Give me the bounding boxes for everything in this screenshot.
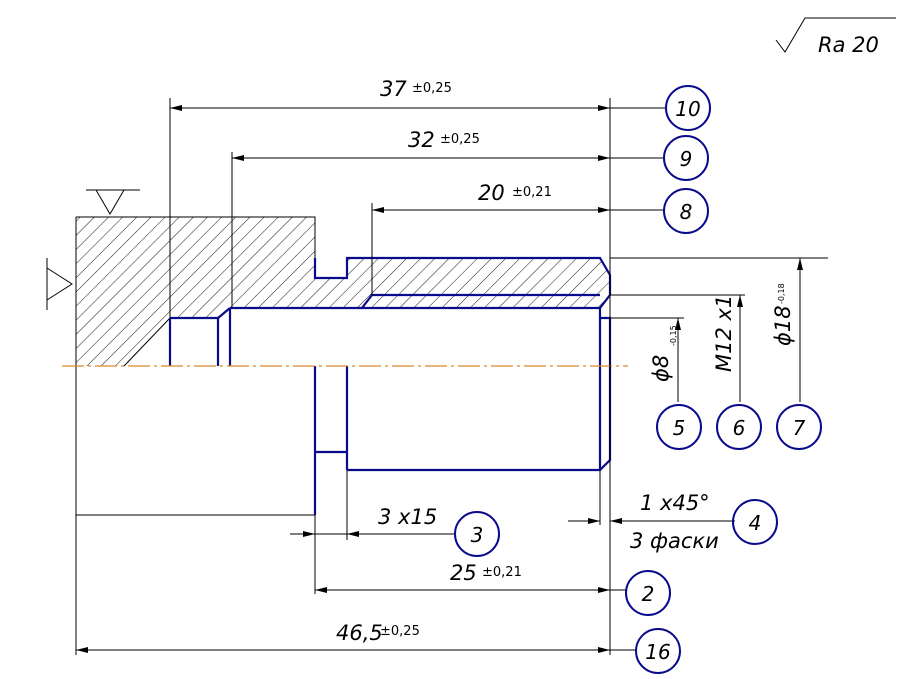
dimension-25: 25 ±0,21 2	[315, 561, 671, 616]
dimension-dia-8: ϕ8 -0,15 5	[649, 318, 702, 450]
dim-37-value: 37	[380, 77, 407, 101]
callout-16-label: 16	[645, 640, 670, 664]
callout-9	[663, 135, 709, 181]
dim-46-5-value: 46,5	[336, 621, 383, 645]
dim-32-value: 32	[408, 128, 435, 152]
dimension-m12: M12 x1 6	[712, 295, 762, 450]
dim-20-value: 20	[478, 181, 505, 205]
callout-4	[732, 499, 778, 545]
callout-2	[625, 570, 671, 616]
callout-5	[656, 404, 702, 450]
callout-4-label: 4	[749, 511, 762, 535]
dim-46-5-tolerance: ±0,25	[380, 624, 420, 639]
surface-mark-top	[86, 189, 140, 215]
dim-chamfer-note: 3 фаски	[630, 529, 719, 553]
dimension-dia-18: ϕ18 -0,18 7	[771, 258, 822, 450]
dim-25-value: 25	[450, 561, 477, 585]
callout-2-label: 2	[642, 582, 655, 606]
callout-8-label: 8	[680, 200, 693, 224]
callout-10	[665, 85, 711, 131]
callout-3-label: 3	[471, 523, 484, 547]
callout-5-label: 5	[673, 416, 686, 440]
dim-m12-value: M12 x1	[712, 295, 736, 372]
callout-3	[454, 511, 500, 557]
callout-10-label: 10	[675, 97, 700, 121]
dim-dia-8-value: ϕ8	[649, 355, 673, 382]
dim-32-tolerance: ±0,25	[440, 132, 480, 147]
callout-6	[716, 404, 762, 450]
dim-dia-18-tolerance: -0,18	[777, 283, 786, 304]
dimension-groove: 3 x15 3	[290, 505, 500, 557]
dim-groove-value: 3 x15	[378, 505, 437, 529]
dim-37-tolerance: ±0,25	[412, 81, 452, 96]
callout-7	[776, 404, 822, 450]
dimension-chamfer: 1 x45° 3 фаски 4	[568, 491, 778, 553]
dim-chamfer-value: 1 x45°	[640, 491, 710, 515]
dimension-37: 37 ±0,25 10	[170, 77, 711, 131]
callout-8	[663, 188, 709, 234]
surface-mark-left	[46, 258, 73, 310]
extension-lines	[75, 98, 828, 655]
dimension-46-5: 46,5 ±0,25 16	[76, 621, 681, 674]
surface-roughness-symbol: Ra 20	[775, 17, 896, 57]
callout-9-label: 9	[680, 147, 693, 171]
dimension-20: 20 ±0,21 8	[372, 181, 709, 234]
dim-20-tolerance: ±0,21	[512, 185, 552, 200]
callout-16	[635, 628, 681, 674]
roughness-label: Ra 20	[818, 33, 879, 57]
callout-7-label: 7	[793, 416, 806, 440]
dim-25-tolerance: ±0,21	[482, 565, 522, 580]
dimension-32: 32 ±0,25 9	[232, 128, 709, 181]
dim-dia-8-tolerance: -0,15	[669, 325, 678, 346]
dim-dia-18-value: ϕ18	[771, 305, 795, 346]
callout-6-label: 6	[733, 416, 746, 440]
